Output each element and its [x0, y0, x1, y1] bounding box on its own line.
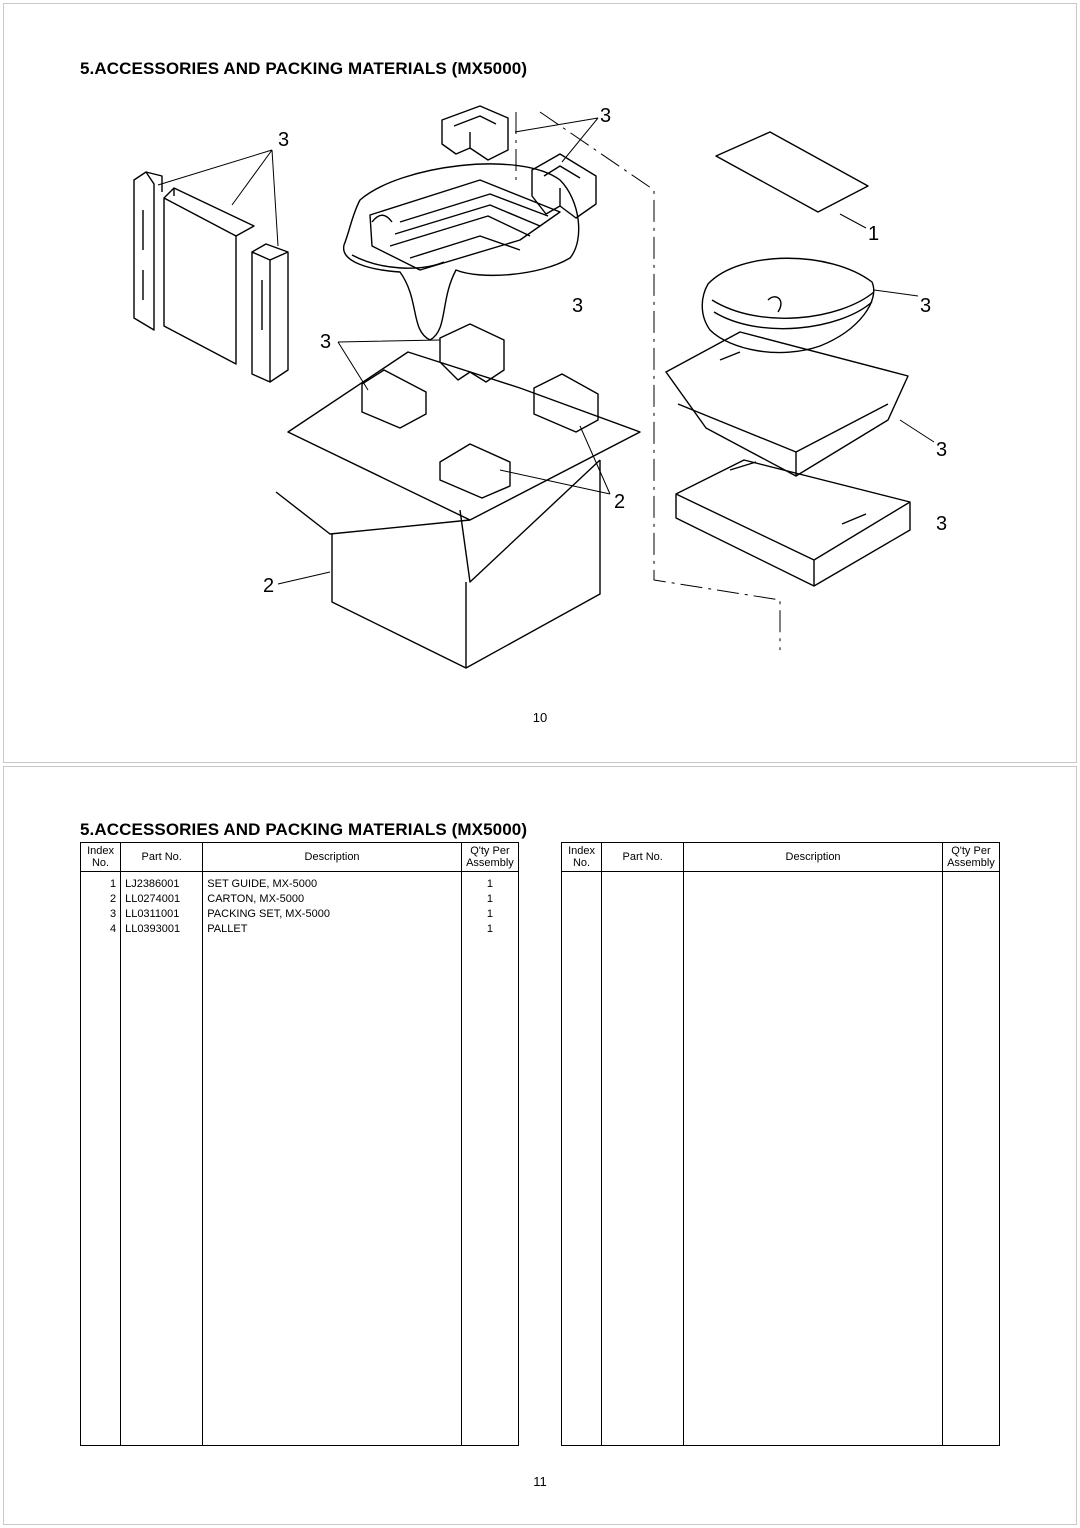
callout-3: 3: [936, 439, 947, 461]
exploded-packing-diagram: 3 3 1 3 3 3: [133, 105, 947, 669]
foam-block-inner-3: [533, 373, 599, 433]
callout-3: 3: [920, 295, 931, 317]
callout-3: 3: [936, 513, 947, 535]
bagged-accessories: [701, 257, 875, 354]
callout-3: 3: [572, 295, 583, 317]
section-heading: 5.ACCESSORIES AND PACKING MATERIALS (MX5…: [80, 820, 528, 839]
callout-3: 3: [320, 331, 331, 353]
header-part-no: Part No.: [601, 842, 685, 872]
header-part-no: Part No.: [120, 842, 204, 872]
carton-box: [275, 351, 641, 669]
accessory-tray: [665, 331, 909, 477]
page-number: 11: [533, 1474, 547, 1489]
foam-block-top-1: [441, 105, 509, 161]
foam-block-inner-1: [439, 323, 505, 383]
page-number: 10: [532, 710, 548, 725]
page-10: [3, 3, 1077, 763]
table-filler-row: [560, 871, 1001, 1446]
foam-block-inner-4: [439, 443, 511, 499]
table-row: 1 LJ2386001 SET GUIDE, MX-5000 1: [79, 871, 520, 892]
pallet: [675, 459, 911, 587]
callout-2: 2: [263, 575, 274, 597]
callout-3: 2: [614, 491, 625, 513]
corner-post-right: [251, 243, 289, 383]
callout-3: 3: [278, 129, 289, 151]
table-row: 2 LL0274001 CARTON, MX-5000 1: [79, 891, 520, 907]
table-row: 4 LL0393001 PALLET 1: [79, 921, 520, 937]
table-filler-row: [79, 936, 520, 1446]
foam-sheet-panel: [163, 187, 255, 365]
header-description: Description: [202, 842, 462, 872]
corner-post-left: [133, 171, 163, 331]
section-heading: 5.ACCESSORIES AND PACKING MATERIALS (MX5…: [80, 59, 528, 78]
callout-1: 1: [868, 223, 879, 245]
header-description: Description: [683, 842, 943, 872]
printer-in-bag: [343, 163, 580, 341]
callout-3: 3: [600, 105, 611, 127]
set-guide-sheet: [715, 131, 869, 213]
foam-block-inner-2: [361, 369, 427, 429]
table-row: 3 LL0311001 PACKING SET, MX-5000 1: [79, 906, 520, 922]
foam-block-top-2: [531, 153, 597, 219]
